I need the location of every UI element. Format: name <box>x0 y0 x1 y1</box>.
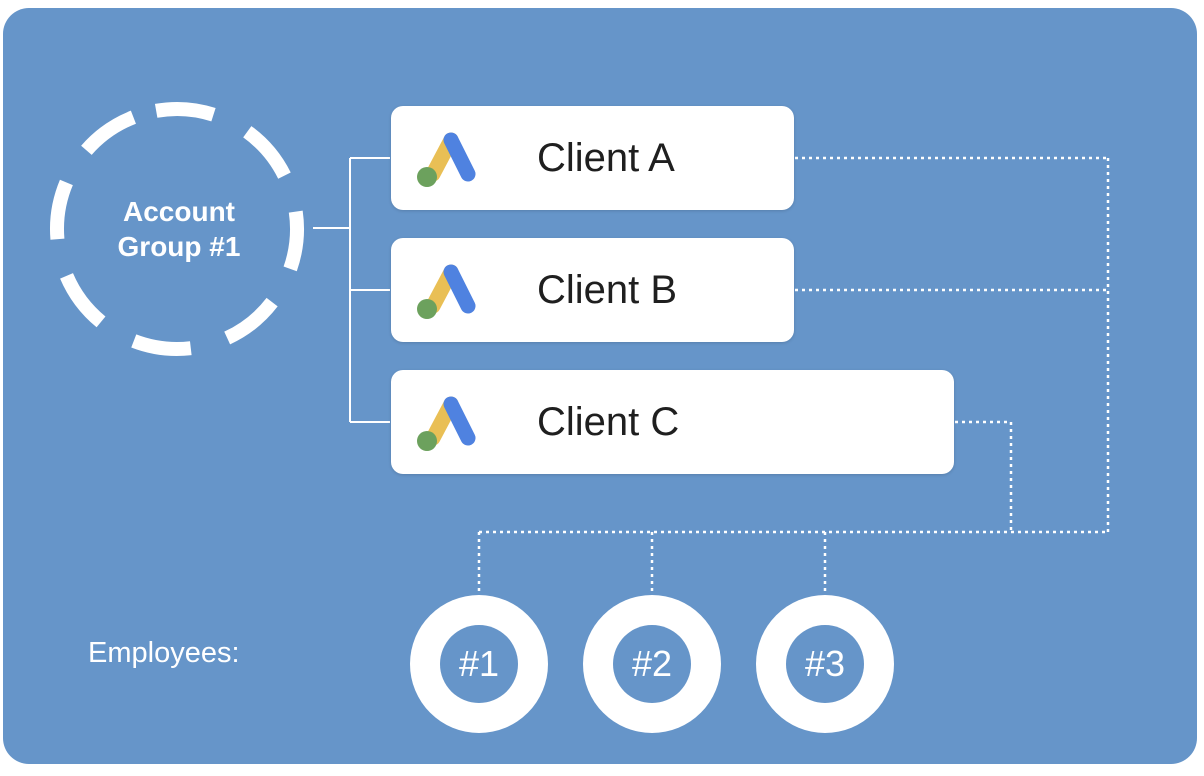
connector-lines <box>50 102 1110 594</box>
client-name: Client B <box>537 268 678 312</box>
google-ads-logo-icon <box>417 264 476 319</box>
group-bracket <box>313 157 390 423</box>
employee-node-1[interactable]: #1 <box>410 595 548 733</box>
employees-label: Employees: <box>88 637 240 669</box>
client-card-a[interactable]: Client A <box>391 106 794 210</box>
client-name: Client C <box>537 400 680 444</box>
google-ads-logo-icon <box>417 396 476 451</box>
diagram-panel: Account Group #1 Client A Client B Clien… <box>3 8 1197 764</box>
employee-node-3[interactable]: #3 <box>756 595 894 733</box>
client-name: Client A <box>537 136 675 180</box>
account-group-label: Account Group #1 <box>86 194 272 264</box>
employee-node-2[interactable]: #2 <box>583 595 721 733</box>
account-group-label-line2: Group #1 <box>117 231 241 262</box>
google-ads-logo-icon <box>417 132 476 187</box>
employee-number: #2 <box>613 625 691 703</box>
employee-number: #3 <box>786 625 864 703</box>
employee-links <box>477 156 1110 594</box>
account-group-dashed-circle <box>50 102 304 356</box>
employee-number: #1 <box>440 625 518 703</box>
client-card-b[interactable]: Client B <box>391 238 794 342</box>
account-group-label-line1: Account <box>123 196 235 227</box>
client-card-c[interactable]: Client C <box>391 370 954 474</box>
